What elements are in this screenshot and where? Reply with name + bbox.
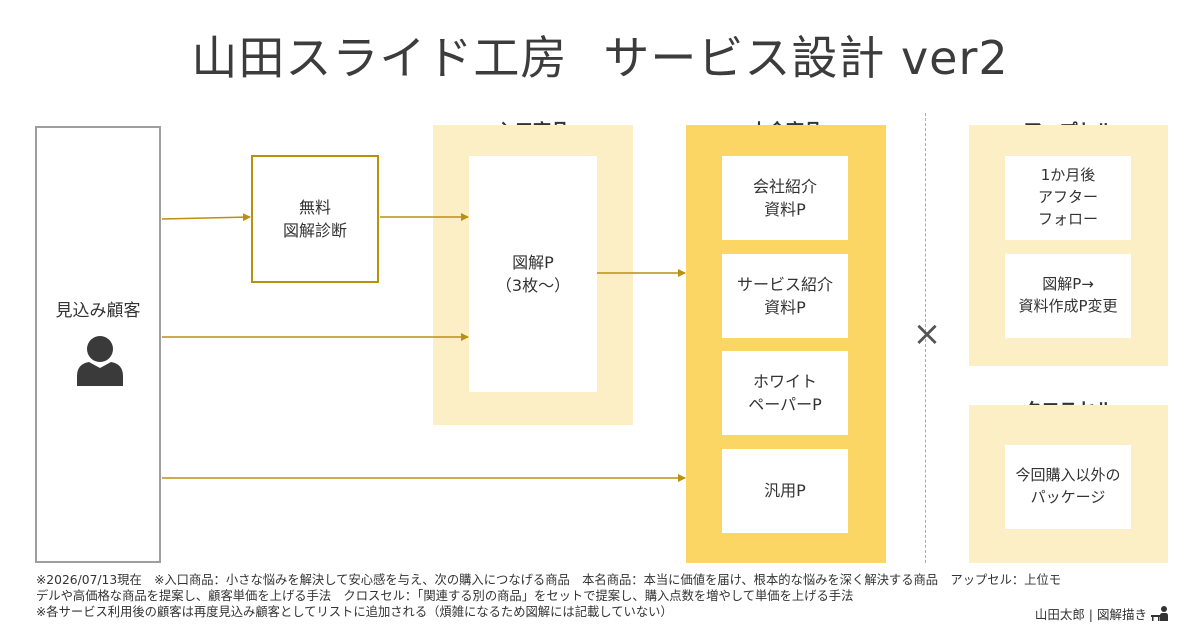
arrow-prospect-to-diagnosis bbox=[161, 213, 251, 222]
crosssell-item: 今回購入以外の パッケージ bbox=[1005, 445, 1131, 529]
upsell-item-line2: アフター bbox=[1037, 188, 1098, 207]
crosssell-item-line1: 今回購入以外の bbox=[1015, 466, 1121, 485]
person-icon bbox=[77, 336, 123, 386]
credit: 山田太郎 | 図解描き bbox=[1010, 603, 1170, 623]
upsell-item-line3: フォロー bbox=[1037, 209, 1098, 228]
entry-item-line2: （3枚～） bbox=[495, 276, 571, 295]
free-diagnosis-line2: 図解診断 bbox=[282, 221, 347, 240]
entry-item-box: 図解P （3枚～） bbox=[469, 156, 597, 392]
note-line-2: デルや高価格な商品を提案し、顧客単価を上げる手法 クロスセル：「関連する別の商品… bbox=[36, 589, 854, 603]
main-item-line1: 汎用P bbox=[764, 481, 806, 501]
upsell-item-upgrade: 図解P→ 資料作成P変更 bbox=[1005, 254, 1131, 338]
dashed-divider bbox=[925, 113, 926, 563]
free-diagnosis-line1: 無料 bbox=[298, 197, 331, 217]
free-diagnosis-box: 無料 図解診断 bbox=[251, 155, 379, 283]
upsell-item-followup: 1か月後 アフター フォロー bbox=[1005, 156, 1131, 240]
title-sub: サービス設計 bbox=[603, 31, 886, 85]
crosssell-item-line2: パッケージ bbox=[1030, 488, 1106, 506]
main-item-service-intro: サービス紹介 資料P bbox=[722, 254, 848, 338]
main-item-line2: ペーパーP bbox=[748, 395, 822, 414]
note-line-1: ※2026/07/13現在 ※入口商品：小さな悩みを解決して安心感を与え、次の購… bbox=[36, 573, 1062, 587]
main-item-line1: サービス紹介 bbox=[736, 274, 833, 294]
main-item-line1: 会社紹介 bbox=[752, 176, 817, 196]
credit-text: 山田太郎 | 図解描き bbox=[1034, 606, 1147, 622]
main-item-whitepaper: ホワイト ペーパーP bbox=[722, 351, 848, 435]
prospect-box: 見込み顧客 bbox=[35, 126, 161, 563]
prospect-label: 見込み顧客 bbox=[55, 301, 141, 321]
upsell-item-line1: 図解P→ bbox=[1042, 275, 1094, 294]
title-main: 山田スライド工房 bbox=[191, 31, 568, 85]
main-item-company-intro: 会社紹介 資料P bbox=[722, 156, 848, 240]
main-item-line2: 資料P bbox=[764, 200, 806, 219]
main-item-general: 汎用P bbox=[722, 449, 848, 533]
drawing-person-icon bbox=[1151, 606, 1168, 621]
upsell-item-line1: 1か月後 bbox=[1040, 166, 1096, 185]
title-version: ver2 bbox=[900, 31, 1009, 85]
upsell-item-line2: 資料作成P変更 bbox=[1018, 297, 1118, 315]
page-title: 山田スライド工房サービス設計 ver2 bbox=[0, 22, 1200, 88]
note-line-3: ※各サービス利用後の顧客は再度見込み顧客としてリストに追加される（煩雑になるため… bbox=[36, 605, 673, 619]
main-item-line2: 資料P bbox=[764, 298, 806, 317]
entry-item-line1: 図解P bbox=[512, 252, 554, 272]
main-item-line1: ホワイト bbox=[752, 371, 817, 391]
cross-symbol: × bbox=[912, 314, 942, 354]
